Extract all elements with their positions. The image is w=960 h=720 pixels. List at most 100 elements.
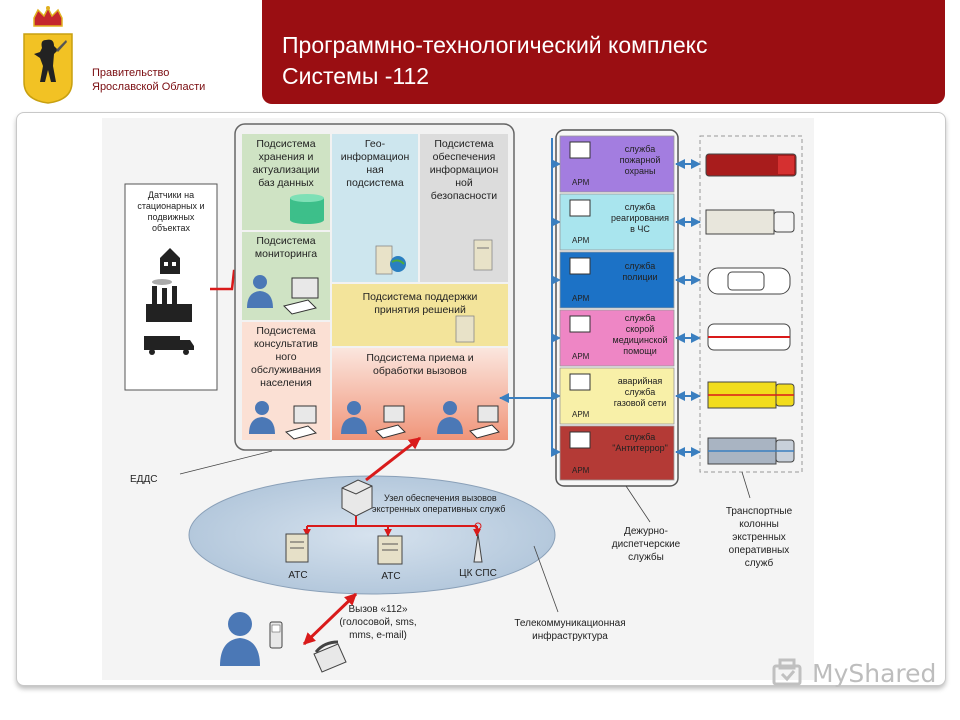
storage-line-4: баз данных (258, 177, 314, 189)
telecom-caption-2: инфраструктура (532, 630, 608, 642)
page-title: Программно-технологический комплекс Сист… (282, 30, 707, 92)
computer-icon (283, 277, 319, 315)
services-pointer-line (625, 485, 651, 523)
service-gas-line-3: газовой сети (614, 398, 667, 408)
services-caption-3: службы (628, 551, 664, 563)
arm-label: АРМ (572, 178, 590, 187)
service-police-line-1: служба (625, 261, 655, 271)
mobile-phone-icon (269, 621, 283, 649)
truck-icon (144, 336, 194, 355)
call-112-line-1: Вызов «112» (348, 604, 407, 615)
node-edds-arrow (365, 436, 421, 482)
ats-icon (377, 535, 403, 565)
operator-icon (341, 401, 367, 434)
gis-subsystem: Гео- информацион ная подсистема (332, 134, 418, 282)
ats-1-label: АТС (288, 570, 307, 581)
operator-icon (249, 401, 275, 434)
watermark-logo-icon (772, 658, 802, 686)
database-icon (290, 194, 324, 224)
system-112-diagram: Датчики на стационарных и подвижных объе… (102, 118, 814, 680)
convoy-caption-4: оперативных (729, 545, 790, 556)
monitoring-line-1: Подсистема (256, 235, 315, 247)
service-emergency-line-2: реагирования (611, 213, 669, 223)
service-medical: АРМ служба скорой медицинской помощи (551, 309, 675, 367)
decision-line-1: Подсистема поддержки (363, 291, 478, 303)
services-caption-1: Дежурно- (624, 526, 668, 537)
computer-icon (284, 405, 318, 440)
ambulance-icon (707, 323, 791, 351)
consult-line-5: населения (260, 377, 312, 389)
security-line-1: Подсистема (434, 138, 493, 150)
decision-line-2: принятия решений (374, 304, 466, 316)
watermark-text: MyShared (812, 659, 937, 688)
arm-label: АРМ (572, 466, 590, 475)
edds-label: ЕДДС (130, 474, 157, 485)
ats-icon (285, 533, 309, 563)
antiterror-truck-icon (707, 437, 795, 465)
organization-line1: Правительство (92, 67, 170, 79)
service-fire: АРМ служба пожарной охраны (551, 135, 675, 193)
server-icon (473, 239, 493, 271)
call-arrow (302, 592, 358, 646)
page-title-line2: Системы -112 (282, 63, 430, 89)
convoy-pointer-line (741, 471, 751, 499)
server-icon (455, 315, 475, 343)
arm-label: АРМ (572, 294, 590, 303)
security-line-3: информацион (430, 164, 499, 176)
node-label-1: Узел обеспечения вызовов (384, 493, 497, 503)
gis-line-4: подсистема (346, 177, 404, 189)
sensors-label-1: Датчики на (148, 190, 194, 200)
call-112-line-2: (голосовой, sms, (339, 617, 416, 628)
arm-label: АРМ (572, 352, 590, 361)
watermark: MyShared (768, 656, 936, 692)
security-line-2: обеспечения (433, 151, 496, 163)
page-title-line1: Программно-технологический комплекс (282, 32, 708, 58)
convoy-caption-5: служб (745, 557, 774, 569)
telecom-caption-1: Телекоммуникационная (514, 618, 625, 629)
service-antiterror-line-2: "Антитеррор" (612, 443, 668, 453)
calls-line-1: Подсистема приема и (366, 352, 473, 364)
header-banner: Программно-технологический комплекс Сист… (262, 0, 945, 104)
node-connector-lines (303, 516, 481, 537)
arm-label: АРМ (572, 236, 590, 245)
convoy-box (699, 135, 803, 473)
convoy-caption-1: Транспортные (726, 506, 793, 517)
antenna-icon (473, 522, 483, 563)
operator-icon (437, 401, 463, 434)
arm-label: АРМ (572, 410, 590, 419)
service-medical-line-3: медицинской (613, 335, 668, 345)
service-emergency-line-1: служба (625, 202, 655, 212)
service-medical-line-4: помощи (623, 346, 657, 356)
operator-icon (247, 275, 273, 308)
consult-line-3: ного (275, 351, 296, 363)
node-server-icon (341, 479, 373, 517)
consult-line-1: Подсистема (256, 325, 315, 337)
convoy-caption-3: экстренных (732, 532, 786, 543)
service-gas-line-2: служба (625, 387, 655, 397)
service-medical-line-1: служба (625, 313, 655, 323)
sensors-label-3: подвижных (148, 212, 195, 222)
storage-line-2: хранения и (259, 151, 314, 163)
services-caption-2: диспетчерские (612, 539, 681, 550)
security-subsystem: Подсистема обеспечения информацион ной б… (420, 134, 508, 282)
gas-truck-icon (707, 381, 795, 409)
security-line-5: безопасности (431, 190, 498, 202)
service-antiterror-line-1: служба (625, 432, 655, 442)
monitoring-subsystem: Подсистема мониторинга (242, 232, 330, 320)
consult-subsystem: Подсистема консультатив ного обслуживани… (242, 322, 330, 440)
service-emergency-line-3: в ЧС (630, 224, 650, 234)
edds-pointer-line (179, 450, 273, 475)
server-globe-icon (375, 245, 406, 275)
service-emergency: АРМ служба реагирования в ЧС (551, 193, 675, 251)
service-fire-line-1: служба (625, 144, 655, 154)
call-112-line-3: mms, e-mail) (349, 630, 407, 641)
service-police-line-2: полиции (622, 272, 657, 282)
gis-line-3: ная (366, 164, 383, 176)
storage-subsystem: Подсистема хранения и актуализации баз д… (242, 134, 330, 230)
service-police: АРМ служба полиции (551, 251, 675, 309)
consult-line-2: консультатив (254, 338, 318, 350)
calls-line-2: обработки вызовов (373, 365, 467, 377)
factory-icon (146, 279, 192, 322)
decision-subsystem: Подсистема поддержки принятия решений (332, 284, 508, 346)
service-fire-line-2: пожарной (620, 155, 661, 165)
